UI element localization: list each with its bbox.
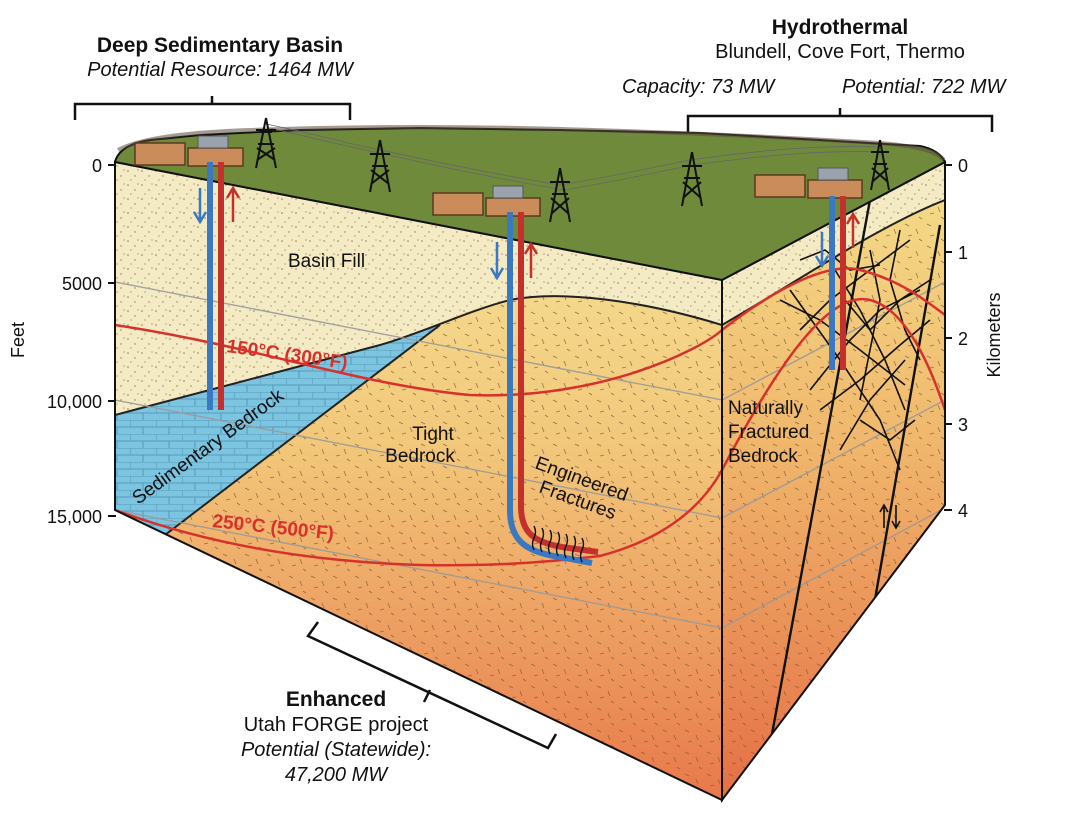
right-tick-2: 2 bbox=[958, 329, 968, 349]
right-tick-0: 0 bbox=[958, 156, 968, 176]
right-tick-4: 4 bbox=[958, 501, 968, 521]
enhanced-bracket bbox=[306, 621, 558, 750]
isotherm-250-right bbox=[722, 297, 945, 471]
deep-basin-label-group: Deep Sedimentary Basin Potential Resourc… bbox=[40, 34, 400, 82]
fault-line-2 bbox=[866, 224, 942, 641]
enhanced-potential-label: Potential (Statewide): bbox=[240, 739, 432, 761]
basin-up-arrow bbox=[225, 185, 241, 222]
left-tick-15000: 15,000 bbox=[47, 507, 102, 527]
hydrothermal-label-group: Hydrothermal Blundell, Cove Fort, Thermo bbox=[640, 16, 1040, 64]
right-axis-ticks bbox=[944, 164, 952, 511]
power-plant-1 bbox=[134, 135, 244, 167]
engineered-fractures-marks bbox=[531, 525, 585, 563]
left-tick-5000: 5000 bbox=[62, 274, 102, 294]
hydrothermal-bracket bbox=[686, 108, 994, 132]
transmission-tower-3 bbox=[549, 167, 571, 223]
hydro-up-arrow bbox=[845, 211, 861, 248]
egs-injection-well bbox=[507, 212, 593, 566]
power-plant-2 bbox=[432, 185, 541, 217]
transmission-tower-4 bbox=[681, 151, 703, 207]
enhanced-title: Enhanced bbox=[285, 688, 387, 711]
fault-line-1 bbox=[768, 199, 872, 746]
left-axis-label: Feet bbox=[8, 322, 28, 358]
power-plant-3 bbox=[754, 167, 863, 199]
transmission-tower-2 bbox=[369, 139, 391, 193]
deep-basin-bracket bbox=[73, 96, 352, 120]
basin-fill-label: Basin Fill bbox=[288, 251, 365, 272]
isotherm-150-right bbox=[722, 267, 945, 331]
enhanced-label-group: Enhanced Utah FORGE project Potential (S… bbox=[186, 688, 486, 787]
isotherm-150-front bbox=[115, 323, 722, 397]
deep-basin-title: Deep Sedimentary Basin bbox=[96, 34, 344, 57]
enhanced-project: Utah FORGE project bbox=[243, 714, 429, 736]
hydro-down-arrow bbox=[814, 232, 830, 269]
transmission-tower-1 bbox=[255, 117, 277, 169]
left-tick-0: 0 bbox=[92, 156, 102, 176]
naturally-fractured-label-3: Bedrock bbox=[728, 446, 798, 467]
naturally-fractured-label-2: Fractured bbox=[728, 422, 809, 443]
tight-bedrock-label-1: Tight bbox=[412, 424, 454, 445]
left-tick-10000: 10,000 bbox=[47, 392, 102, 412]
left-axis-ticks bbox=[108, 164, 116, 517]
transmission-tower-5 bbox=[870, 139, 890, 191]
egs-production-well bbox=[518, 212, 599, 555]
isotherm-250-front bbox=[115, 469, 722, 567]
tight-bedrock-label-2: Bedrock bbox=[385, 446, 455, 467]
hydrothermal-potential: Potential: 722 MW bbox=[842, 76, 1006, 98]
hydrothermal-sites: Blundell, Cove Fort, Thermo bbox=[715, 41, 965, 63]
deep-basin-resource: Potential Resource: 1464 MW bbox=[87, 59, 353, 81]
naturally-fractured-label-1: Naturally bbox=[728, 398, 803, 419]
enhanced-potential-value: 47,200 MW bbox=[284, 764, 388, 786]
fault-motion-arrows bbox=[879, 503, 901, 530]
right-tick-1: 1 bbox=[958, 243, 968, 263]
right-tick-3: 3 bbox=[958, 415, 968, 435]
basin-down-arrow bbox=[192, 188, 208, 225]
right-axis-label: Kilometers bbox=[984, 292, 1004, 377]
hydrothermal-title: Hydrothermal bbox=[771, 16, 909, 39]
egs-up-arrow bbox=[523, 241, 539, 278]
egs-down-arrow bbox=[489, 242, 505, 281]
hydrothermal-capacity: Capacity: 73 MW bbox=[622, 76, 775, 98]
